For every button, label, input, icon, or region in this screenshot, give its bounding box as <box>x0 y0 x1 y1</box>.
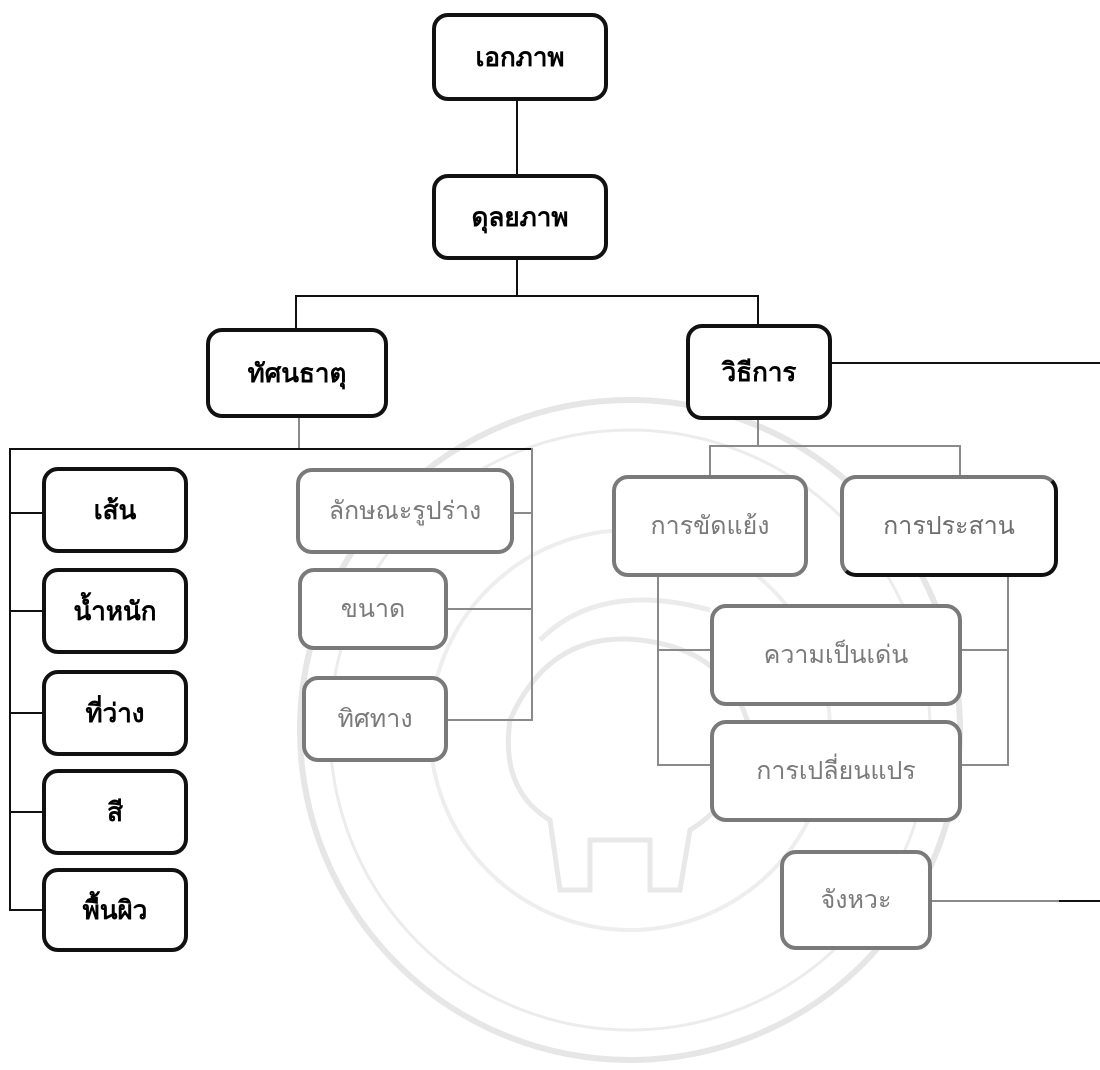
unity-node: เอกภาพ <box>432 13 608 101</box>
size-label: ขนาด <box>340 594 406 623</box>
dominance-label: ความเป็นเด่น <box>763 640 909 669</box>
visual-elements-node: ทัศนธาตุ <box>206 328 388 418</box>
line-label: เส้น <box>93 495 137 526</box>
weight-node: น้ำหนัก <box>42 568 188 654</box>
texture-label: พื้นผิว <box>82 895 148 926</box>
rhythm-label: จังหวะ <box>820 885 892 914</box>
visual-elements-label: ทัศนธาตุ <box>247 358 347 389</box>
methods-node: วิธีการ <box>686 324 832 420</box>
methods-label: วิธีการ <box>721 357 797 388</box>
harmony-node: การประสาน <box>840 475 1058 577</box>
shape-form-label: ลักษณะรูปร่าง <box>328 496 482 525</box>
harmony-label: การประสาน <box>883 511 1015 540</box>
balance-node: ดุลยภาพ <box>432 174 608 260</box>
texture-node: พื้นผิว <box>42 868 188 952</box>
space-node: ที่ว่าง <box>42 670 188 756</box>
space-label: ที่ว่าง <box>85 698 145 729</box>
color-label: สี <box>107 797 123 828</box>
contrast-node: การขัดแย้ง <box>612 475 808 577</box>
dominance-node: ความเป็นเด่น <box>710 604 962 706</box>
concept-diagram: เอกภาพ ดุลยภาพ ทัศนธาตุ วิธีการ เส้น น้ำ… <box>9 13 1100 1063</box>
direction-node: ทิศทาง <box>302 676 448 762</box>
shape-form-node: ลักษณะรูปร่าง <box>296 468 514 554</box>
contrast-label: การขัดแย้ง <box>650 511 770 540</box>
weight-label: น้ำหนัก <box>73 596 157 627</box>
rhythm-node: จังหวะ <box>780 850 932 950</box>
variation-label: การเปลี่ยนแปร <box>756 756 916 785</box>
color-node: สี <box>42 769 188 855</box>
balance-label: ดุลยภาพ <box>471 202 569 233</box>
connector-lines <box>9 100 1100 911</box>
unity-label: เอกภาพ <box>475 42 565 73</box>
variation-node: การเปลี่ยนแปร <box>710 720 962 822</box>
direction-label: ทิศทาง <box>337 704 413 733</box>
size-node: ขนาด <box>298 568 448 650</box>
line-node: เส้น <box>42 467 188 553</box>
